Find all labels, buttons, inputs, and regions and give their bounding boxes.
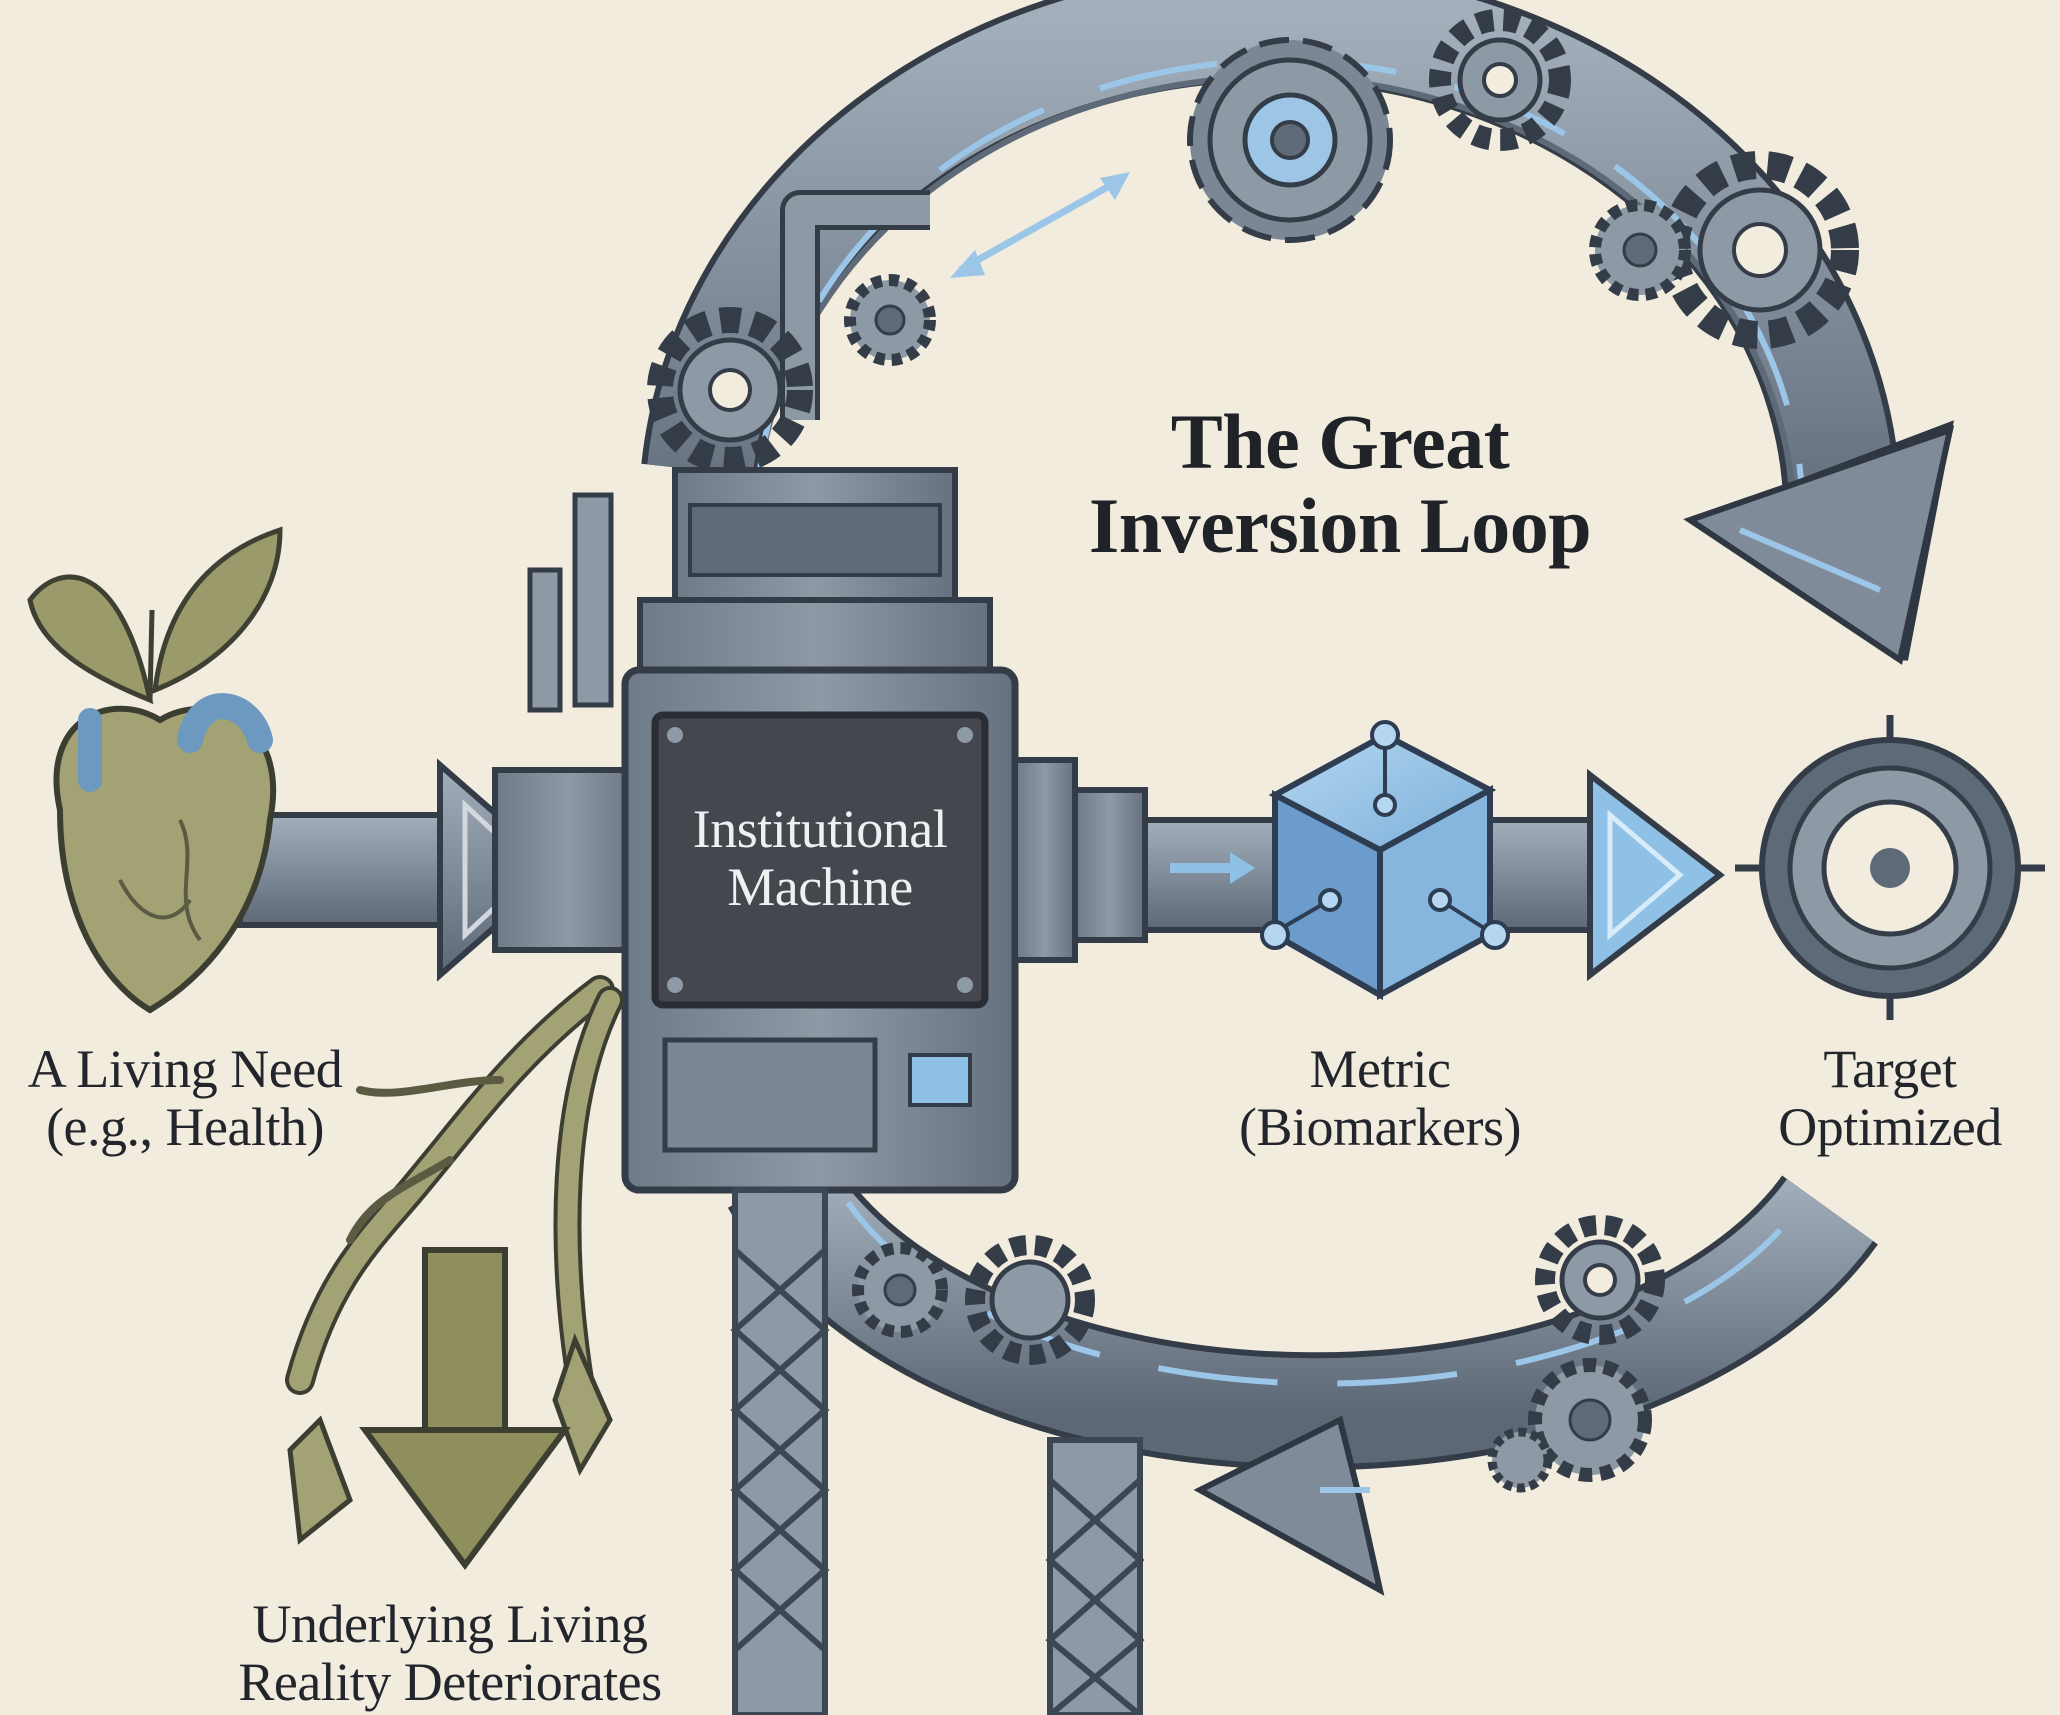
gear-icon [844,274,936,366]
loop-arc-bottom [727,1151,1878,1596]
target-icon [1735,715,2045,1020]
machine [492,467,1148,1715]
gear-icon [852,1242,948,1338]
decay-label: Underlying Living Reality Deteriorates [220,1595,680,1712]
decay-label-line-2: Reality Deteriorates [238,1652,662,1713]
gear-icon [1528,1358,1652,1482]
gear-icon [1429,9,1571,151]
gear-icon [965,1235,1095,1365]
machine-label: Institutional Machine [660,800,980,917]
cube-icon [1260,720,1510,1001]
gear-icon [1187,37,1393,243]
metric-label: Metric (Biomarkers) [1180,1040,1580,1157]
flow-arrow-icon [950,172,1130,278]
gear-icon [647,307,813,473]
need-label: A Living Need (e.g., Health) [0,1040,370,1157]
machine-label-line-1: Institutional [692,799,948,859]
metric-label-line-1: Metric [1309,1039,1451,1099]
need-label-line-2: (e.g., Health) [46,1097,324,1158]
diagram-title: The Great Inversion Loop [1050,398,1630,570]
target-label: Target Optimized [1720,1040,2060,1157]
machine-label-line-2: Machine [727,857,913,918]
gear-icon [1487,1427,1553,1493]
title-line-1: The Great [1170,398,1510,485]
need-label-line-1: A Living Need [27,1039,343,1099]
gear-icon [1535,1215,1665,1345]
target-label-line-1: Target [1823,1039,1957,1099]
target-label-line-2: Optimized [1778,1097,2002,1158]
gear-icon [1661,151,1859,349]
roots-icon [285,975,624,1571]
title-line-2: Inversion Loop [1088,482,1592,570]
decay-label-line-1: Underlying Living [252,1594,648,1654]
gear-icon [1589,199,1691,301]
heart-plant-icon [27,526,283,1014]
metric-label-line-2: (Biomarkers) [1239,1097,1521,1158]
